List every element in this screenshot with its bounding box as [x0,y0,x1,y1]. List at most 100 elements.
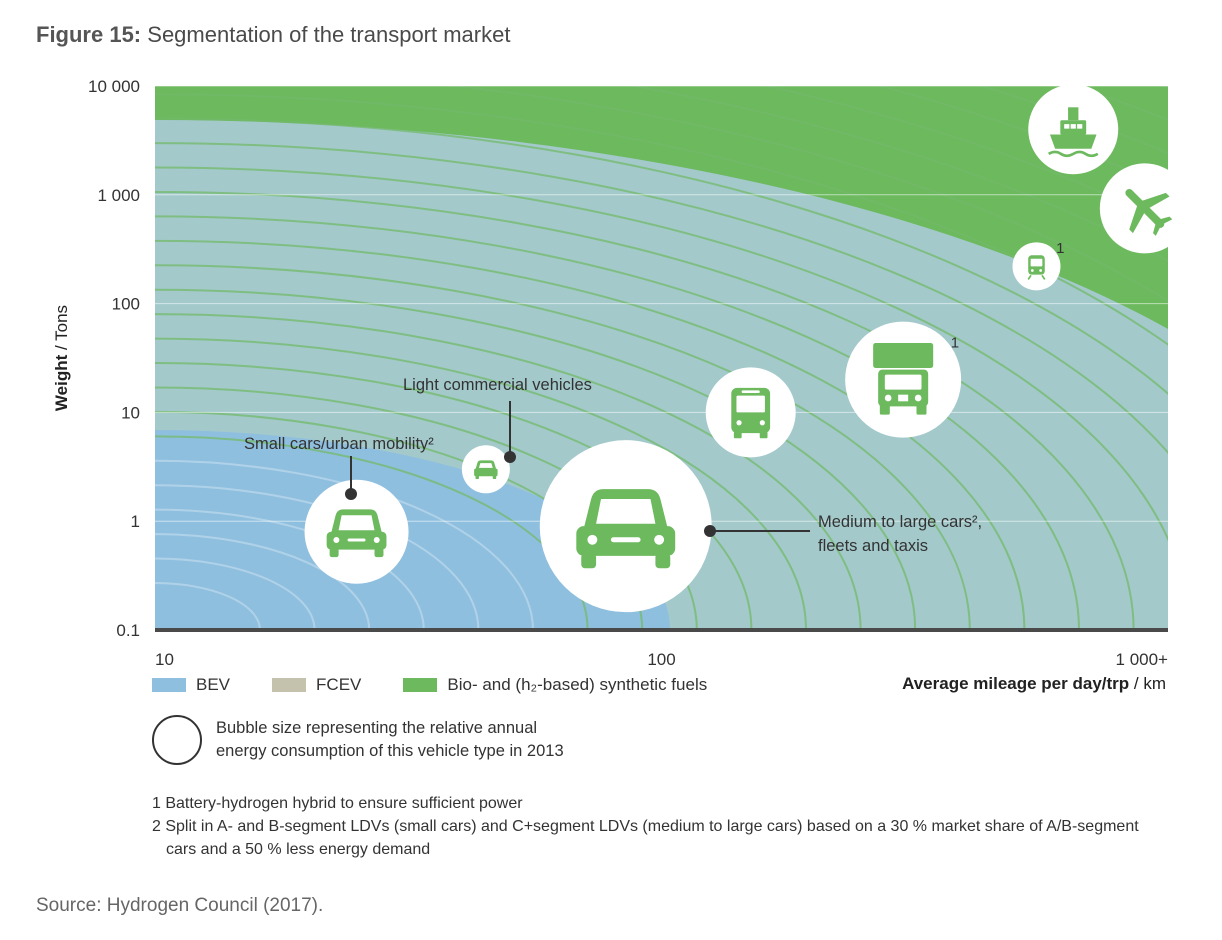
x-axis-label-unit: / km [1133,674,1166,693]
annotation-light-commercial: Light commercial vehicles [403,376,592,394]
ship-icon [1047,107,1099,158]
van-body [474,468,498,477]
van-wheel [475,475,479,479]
plane-icon [1125,188,1173,236]
y-tick-label: 100 [112,295,140,314]
bus-wheel [733,431,742,439]
truck-light [914,394,922,402]
bubble-planes [1099,163,1190,254]
ship-hull [1049,134,1097,149]
car-wheel [329,548,339,558]
bubble-ships [1028,84,1119,175]
contour-arc [155,239,1026,630]
y-tick-label: 10 [121,403,140,422]
car-light [333,536,340,543]
contour-arc [155,166,1168,542]
truck-grille [898,394,909,402]
bus-wheel [759,431,768,439]
legend-label-fcev: FCEV [316,675,362,694]
y-tick-label: 1 000 [97,186,140,205]
x-tick-label: 1 000+ [1116,650,1169,669]
contour-lines [155,86,1168,630]
car-windshield [338,515,375,531]
ship-funnel [1068,107,1079,121]
source-note: Source: Hydrogen Council (2017). [36,895,324,916]
plane-shape [1125,188,1173,236]
legend-item-fcev: FCEV [272,675,361,695]
bus-light [759,420,765,426]
ship-wave [1047,150,1099,158]
train-rails [1027,274,1046,280]
car-light [654,534,665,545]
figure-title-text: Segmentation of the transport market [147,22,511,47]
y-tick-label: 10 000 [88,77,140,96]
car-wheel [374,548,384,558]
bubble-light-commercial [461,445,510,494]
leader-dot [504,451,516,463]
annotation-medium-large-cars-line1: Medium to large cars², [818,513,982,531]
plot-area [155,86,1168,630]
contour-arc [155,313,862,630]
train-light [1030,269,1034,272]
bubble-size-icon [152,715,202,765]
van-icon [474,460,498,479]
car-grille [347,538,366,542]
y-axis-label-bold: Weight [52,354,71,411]
figure-label: Figure 15: [36,22,142,47]
footnote-1: 1 Battery-hydrogen hybrid to ensure suff… [152,795,523,812]
bubbles: 11 [304,84,1190,613]
car-icon [326,509,387,558]
bubble-note-line-2: energy consumption of this vehicle type … [216,742,564,760]
ship-window [1070,124,1076,129]
contour-arc [155,93,1168,346]
bubble-note-line-1: Bubble size representing the relative an… [216,719,538,737]
train-icon [1027,255,1046,280]
y-axis-label: Weight / Tons [52,305,71,411]
contour-arc [155,582,261,630]
car-icon [576,489,676,569]
contour-arc [155,117,1168,396]
y-tick-label: 0.1 [116,621,140,640]
leader-dot [345,488,357,500]
chart-svg: 0.1 1 10 100 1 000 10 000 10 100 1 000+ Weight / … [52,77,1190,669]
car-windshield [596,498,656,524]
annotation-medium-large-cars-line2: fleets and taxis [818,537,928,555]
truck-light [884,394,892,402]
plane-tail [1153,216,1173,236]
leader-dot [704,525,716,537]
legend-item-bev: BEV [152,675,230,695]
plane-wings [1129,192,1170,234]
contour-arc [155,362,753,630]
bubble-small-cars [304,479,409,584]
train-window [1030,258,1043,267]
contour-arc [155,533,371,630]
y-tick-label: 1 [131,512,140,531]
bus-icon [731,387,771,439]
bubble-medium-large-cars [539,440,712,613]
bus-light [736,420,742,426]
legend-swatch-synthetic [403,678,438,692]
x-tick-label: 100 [647,650,675,669]
footnote-2: 2 Split in A- and B-segment LDVs (small … [152,818,1139,858]
legend-label-synthetic: Bio- and (h₂-based) synthetic fuels [447,675,708,694]
legend-swatch-fcev [272,678,307,692]
truck-window [884,374,922,390]
region-bev [155,430,670,630]
contour-arc [155,215,1080,630]
car-light [373,536,380,543]
contour-arc [155,557,316,630]
bubble-trains: 1 [1012,240,1065,291]
legend-item-synthetic: Bio- and (h₂-based) synthetic fuels [403,675,707,695]
contour-arc [155,337,807,630]
contour-arc [155,142,1168,455]
x-tick-label: 10 [155,650,174,669]
car-grille [610,537,641,543]
ship-window [1077,124,1083,129]
footnotes: 1 Battery-hydrogen hybrid to ensure suff… [152,792,1172,861]
bubble-size-note: Bubble size representing the relative an… [152,715,636,765]
truck-wheel [916,404,927,415]
train-light [1039,269,1043,272]
car-wheel [655,553,671,569]
x-axis-label-bold: Average mileage per day/trp [902,674,1130,693]
